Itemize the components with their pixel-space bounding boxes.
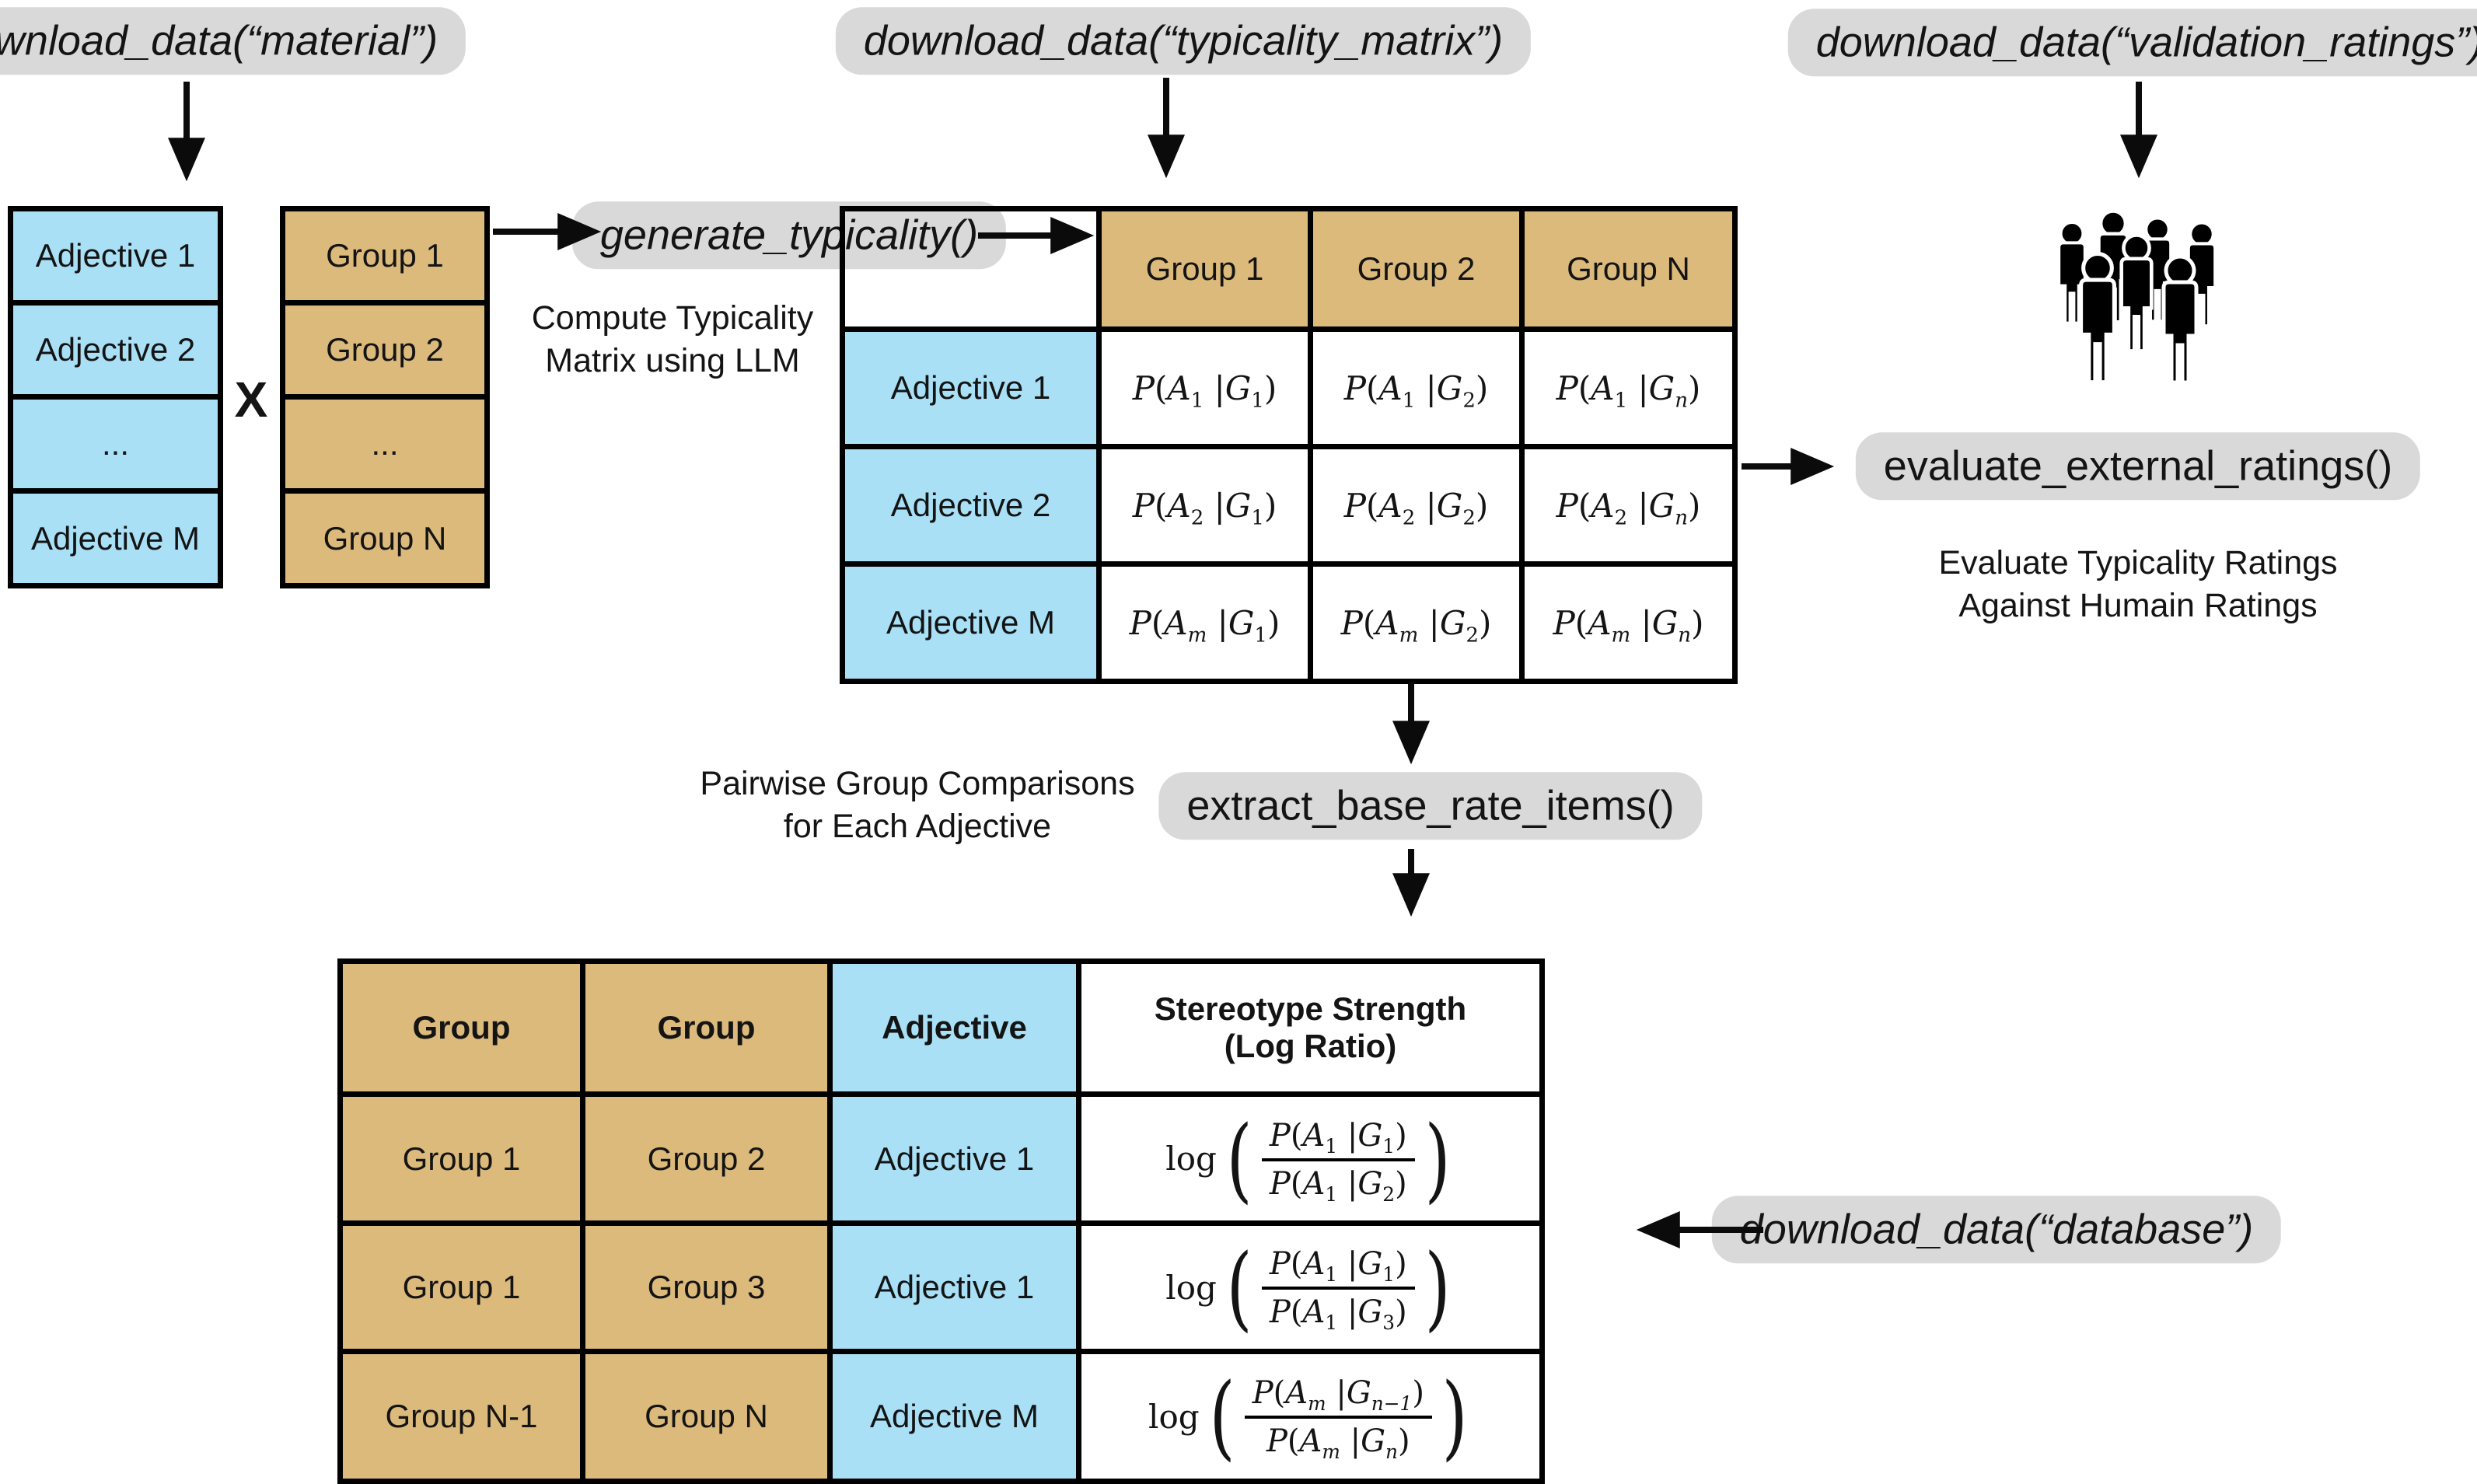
matrix-cell: P(A2 |G1) bbox=[1096, 444, 1313, 567]
base-rate-group-a: Group 1 bbox=[337, 1220, 585, 1354]
matrix-col-header: Group N bbox=[1519, 206, 1738, 332]
caption-compute-typicality: Compute Typicality Matrix using LLM bbox=[532, 297, 813, 382]
matrix-cell: P(A2 |G2) bbox=[1308, 444, 1525, 567]
adjective-list-table: Adjective 1 Adjective 2 ... Adjective M bbox=[8, 206, 223, 588]
matrix-cell: P(A1 |G1) bbox=[1096, 326, 1313, 449]
group-list-cell: Group N bbox=[280, 488, 490, 588]
matrix-row-header: Adjective 1 bbox=[840, 326, 1102, 449]
matrix-row-header: Adjective M bbox=[840, 561, 1102, 684]
caption-line: Matrix using LLM bbox=[545, 342, 800, 379]
group-list-table: Group 1 Group 2 ... Group N bbox=[280, 206, 490, 588]
log-numerator: P(Am |Gn−1) bbox=[1244, 1374, 1432, 1419]
pill-download-typicality-matrix: download_data(“typicality_matrix”) bbox=[835, 7, 1532, 75]
base-rate-group-a: Group N-1 bbox=[337, 1349, 585, 1484]
group-list-cell: Group 1 bbox=[280, 206, 490, 306]
typicality-matrix-table: Group 1 Group 2 Group N Adjective 1 P(A1… bbox=[840, 206, 1738, 684]
adjective-list-cell: Adjective 1 bbox=[8, 206, 223, 306]
cross-product-symbol: X bbox=[234, 372, 268, 428]
base-rate-row: Group 1 Group 3 Adjective 1 log ( P(A1 |… bbox=[337, 1220, 1545, 1354]
matrix-cell: P(Am |G1) bbox=[1096, 561, 1313, 684]
base-rate-group-a: Group 1 bbox=[337, 1091, 585, 1226]
log-numerator: P(A1 |G1) bbox=[1261, 1116, 1415, 1161]
matrix-cell: P(Am |Gn) bbox=[1519, 561, 1738, 684]
matrix-col-header: Group 2 bbox=[1308, 206, 1525, 332]
caption-line: Pairwise Group Comparisons bbox=[700, 764, 1135, 802]
caption-line: Evaluate Typicality Ratings bbox=[1938, 543, 2338, 581]
group-list-cell: Group 2 bbox=[280, 300, 490, 400]
base-rate-header-group-b: Group bbox=[580, 958, 833, 1097]
caption-line: for Each Adjective bbox=[783, 808, 1052, 845]
base-rate-table: Group Group Adjective Stereotype Strengt… bbox=[337, 958, 1545, 1484]
pill-download-material: download_data(“material”) bbox=[0, 7, 466, 75]
matrix-row-header: Adjective 2 bbox=[840, 444, 1102, 567]
matrix-corner-cell bbox=[840, 206, 1102, 332]
header-line: (Log Ratio) bbox=[1224, 1028, 1397, 1064]
base-rate-log-ratio: log ( P(A1 |G1)P(A1 |G3) ) bbox=[1076, 1220, 1545, 1354]
log-denominator: P(A1 |G2) bbox=[1269, 1165, 1407, 1206]
base-rate-log-ratio: log ( P(Am |Gn−1)P(Am |Gn) ) bbox=[1076, 1349, 1545, 1484]
caption-pairwise-comparisons: Pairwise Group Comparisons for Each Adje… bbox=[700, 763, 1134, 848]
people-icon bbox=[2057, 209, 2217, 385]
adjective-list-cell: Adjective M bbox=[8, 488, 223, 588]
log-denominator: P(Am |Gn) bbox=[1266, 1423, 1410, 1463]
header-line: Stereotype Strength bbox=[1154, 990, 1467, 1027]
base-rate-group-b: Group N bbox=[580, 1349, 833, 1484]
adjective-list-cell: Adjective 2 bbox=[8, 300, 223, 400]
base-rate-adjective: Adjective 1 bbox=[827, 1091, 1081, 1226]
person-silhouette bbox=[2079, 251, 2116, 385]
base-rate-group-b: Group 2 bbox=[580, 1091, 833, 1226]
pill-download-database: download_data(“database”) bbox=[1711, 1196, 2282, 1264]
pill-download-validation-ratings: download_data(“validation_ratings”) bbox=[1787, 9, 2477, 77]
log-operator: log bbox=[1165, 1268, 1217, 1307]
adjective-list-cell: ... bbox=[8, 394, 223, 494]
log-operator: log bbox=[1165, 1140, 1217, 1178]
base-rate-header-group-a: Group bbox=[337, 958, 585, 1097]
base-rate-row: Group N-1 Group N Adjective M log ( P(Am… bbox=[337, 1349, 1545, 1484]
pill-extract-base-rate-items: extract_base_rate_items() bbox=[1158, 772, 1703, 840]
base-rate-header-strength: Stereotype Strength (Log Ratio) bbox=[1076, 958, 1545, 1097]
person-silhouette bbox=[2057, 220, 2087, 325]
base-rate-header-adjective: Adjective bbox=[827, 958, 1081, 1097]
base-rate-group-b: Group 3 bbox=[580, 1220, 833, 1354]
matrix-cell: P(A2 |Gn) bbox=[1519, 444, 1738, 567]
matrix-cell: P(A1 |G2) bbox=[1308, 326, 1525, 449]
log-numerator: P(A1 |G1) bbox=[1261, 1245, 1415, 1290]
base-rate-adjective: Adjective 1 bbox=[827, 1220, 1081, 1354]
log-operator: log bbox=[1148, 1397, 1200, 1436]
pill-evaluate-external-ratings: evaluate_external_ratings() bbox=[1855, 432, 2421, 501]
person-silhouette bbox=[2161, 254, 2199, 385]
base-rate-row: Group 1 Group 2 Adjective 1 log ( P(A1 |… bbox=[337, 1091, 1545, 1226]
log-denominator: P(A1 |G3) bbox=[1269, 1294, 1407, 1334]
base-rate-adjective: Adjective M bbox=[827, 1349, 1081, 1484]
person-silhouette bbox=[2119, 233, 2154, 353]
caption-line: Against Humain Ratings bbox=[1958, 587, 2318, 624]
matrix-cell: P(A1 |Gn) bbox=[1519, 326, 1738, 449]
caption-line: Compute Typicality bbox=[531, 299, 814, 337]
base-rate-log-ratio: log ( P(A1 |G1)P(A1 |G2) ) bbox=[1076, 1091, 1545, 1226]
caption-evaluate-ratings: Evaluate Typicality Ratings Against Huma… bbox=[1938, 542, 2337, 627]
matrix-col-header: Group 1 bbox=[1096, 206, 1313, 332]
matrix-cell: P(Am |G2) bbox=[1308, 561, 1525, 684]
group-list-cell: ... bbox=[280, 394, 490, 494]
